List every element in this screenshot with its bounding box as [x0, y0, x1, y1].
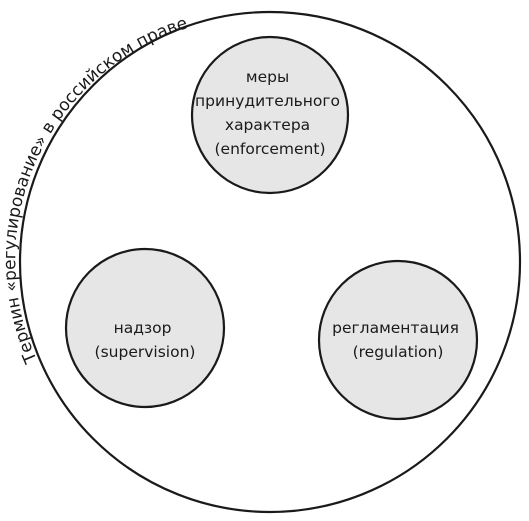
- top-circle-line-1: меры: [246, 68, 289, 86]
- top-circle-line-3: характера: [225, 116, 310, 134]
- top-circle-line-2: принудительного: [195, 92, 340, 110]
- right-circle-line-1: регламентация: [332, 319, 459, 337]
- left-circle-line-1: надзор: [114, 319, 172, 337]
- left-circle-group: надзор (supervision): [64, 247, 226, 409]
- left-circle: [64, 247, 226, 409]
- left-circle-line-2: (supervision): [95, 343, 196, 361]
- left-circle-label: надзор (supervision): [95, 319, 196, 361]
- top-circle-group: меры принудительного характера (enforcem…: [190, 35, 350, 195]
- top-circle: [190, 35, 350, 195]
- top-circle-line-4: (enforcement): [214, 140, 325, 158]
- right-circle-line-2: (regulation): [353, 343, 444, 361]
- right-circle-label: регламентация (regulation): [332, 319, 464, 361]
- right-circle: [317, 259, 479, 421]
- right-circle-group: регламентация (regulation): [317, 259, 479, 421]
- top-circle-label: меры принудительного характера (enforcem…: [195, 68, 345, 158]
